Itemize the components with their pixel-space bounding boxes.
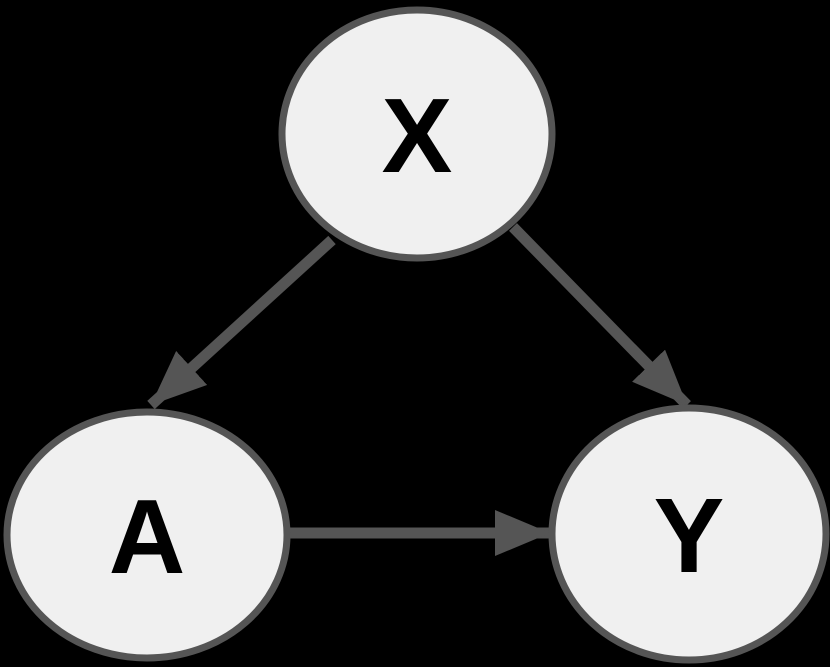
edge-X-to-Y bbox=[509, 223, 691, 409]
node-Y-label: Y bbox=[654, 477, 725, 595]
node-A-ellipse bbox=[3, 408, 291, 662]
node-Y-ellipse bbox=[548, 404, 830, 664]
node-X-label: X bbox=[382, 77, 453, 195]
node-Y: Y bbox=[548, 404, 830, 664]
node-A-label: A bbox=[109, 478, 186, 596]
nodes-layer: X A Y bbox=[3, 6, 830, 664]
node-A: A bbox=[3, 408, 291, 662]
edge-X-to-A bbox=[147, 235, 336, 410]
node-X: X bbox=[278, 6, 556, 262]
edges-layer bbox=[147, 223, 691, 556]
node-X-ellipse bbox=[278, 6, 556, 262]
